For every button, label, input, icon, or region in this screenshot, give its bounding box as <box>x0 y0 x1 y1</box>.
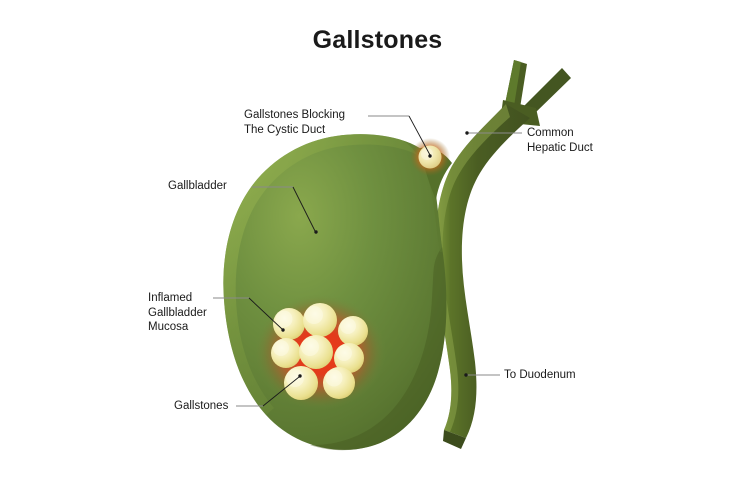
gallstone-cluster <box>271 303 368 400</box>
gallstone <box>284 366 318 400</box>
leader-gallbladder <box>252 186 318 234</box>
label-to-duodenum: To Duodenum <box>504 369 576 381</box>
label-gallbladder: Gallbladder <box>168 180 227 192</box>
label-gallstones-blocking-cystic-duct: Gallstones Blocking The Cystic Duct <box>244 109 345 136</box>
leader-duodenum <box>464 373 500 377</box>
label-gallstones: Gallstones <box>174 400 229 412</box>
label-inflamed-gallbladder-mucosa: Inflamed Gallbladder Mucosa <box>148 292 207 333</box>
gallstone <box>334 343 364 373</box>
gallstone <box>271 338 301 368</box>
blocking-gallstone <box>410 138 450 176</box>
leader-lines <box>213 115 522 407</box>
common-bile-duct <box>435 104 530 449</box>
leader-hepatic <box>465 131 522 135</box>
gallstone <box>338 316 368 346</box>
gallstone <box>299 335 333 369</box>
label-common-hepatic-duct: Common Hepatic Duct <box>527 127 593 154</box>
gallstone <box>273 308 305 340</box>
leader-blocking <box>368 115 432 158</box>
gallstone <box>323 367 355 399</box>
leader-mucosa <box>213 297 285 332</box>
leader-stones <box>236 374 302 407</box>
page-title: Gallstones <box>312 26 443 54</box>
gallstone <box>303 303 337 337</box>
